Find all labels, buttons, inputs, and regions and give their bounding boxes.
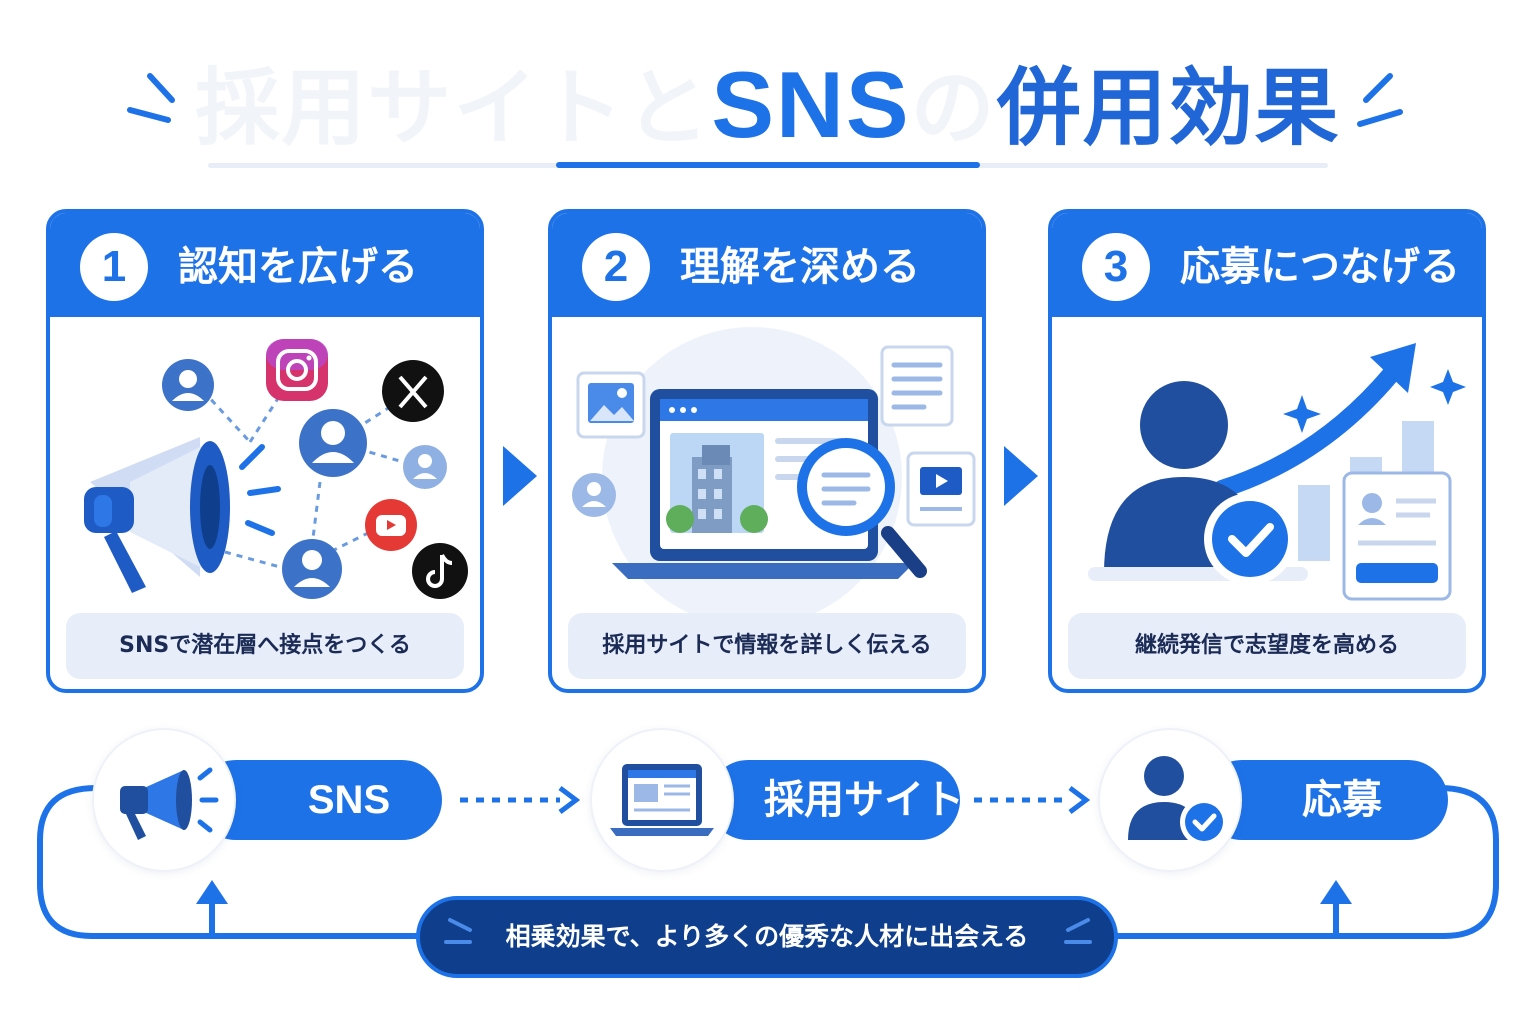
next-arrow-icon <box>1004 446 1038 506</box>
step-number: 3 <box>1082 233 1150 301</box>
title-underline-accent <box>556 162 980 168</box>
person-icon <box>572 473 616 517</box>
person-icon <box>403 445 447 489</box>
sparkle-icon <box>1283 369 1466 433</box>
card-title: 理解を深める <box>680 244 920 290</box>
page-title: 採用サイトとSNSの併用効果 <box>0 50 1536 160</box>
sparkle-lines-icon <box>1357 73 1403 127</box>
card-caption: 採用サイトで情報を詳しく伝える <box>568 613 966 679</box>
card-understanding: 2 理解を深める <box>548 209 986 693</box>
application-illustration <box>1088 343 1466 601</box>
card-caption: SNSで潜在層へ接点をつくる <box>66 613 464 679</box>
instagram-icon <box>266 339 328 401</box>
title-deco-right <box>1338 72 1408 132</box>
card-application: 3 応募につなげる <box>1048 209 1486 693</box>
growth-arrow-icon <box>1213 343 1416 498</box>
flow-pill-apply: 応募 <box>1202 760 1448 840</box>
banner-deco-left-icon <box>444 918 472 944</box>
sparkle-lines-icon <box>127 73 175 123</box>
megaphone-icon <box>120 767 219 840</box>
check-icon <box>1204 493 1296 585</box>
video-icon <box>906 451 976 527</box>
profile-card-icon <box>1342 471 1452 601</box>
understanding-illustration <box>572 327 976 627</box>
youtube-icon <box>365 499 417 551</box>
person-icon <box>162 359 214 411</box>
banner-text: 相乗効果で、より多くの優秀な人材に出会える <box>505 922 1029 951</box>
megaphone-icon <box>84 437 230 593</box>
magnifier-icon <box>797 438 927 578</box>
card-header: 1 認知を広げる <box>50 213 480 317</box>
flow-pill-recruit-site: 採用サイト <box>708 760 964 840</box>
next-arrow-icon <box>503 446 537 506</box>
tiktok-icon <box>412 543 468 599</box>
card-header: 2 理解を深める <box>552 213 982 317</box>
awareness-illustration <box>84 339 468 599</box>
flow-icon-circle <box>1100 730 1240 870</box>
card-title: 応募につなげる <box>1180 244 1460 290</box>
step-number: 2 <box>582 233 650 301</box>
synergy-banner: 相乗効果で、より多くの優秀な人材に出会える <box>416 896 1118 978</box>
card-title: 認知を広げる <box>178 244 418 290</box>
title-part-no: の <box>910 59 997 157</box>
flow-icon-circle <box>592 730 732 870</box>
title-deco-left <box>127 72 188 132</box>
title-part-effect: 併用効果 <box>996 59 1341 157</box>
flow-icon-circle <box>94 730 234 870</box>
laptop-icon <box>610 764 714 836</box>
title-part-sns: SNS <box>711 52 911 157</box>
flow-pill-sns: SNS <box>196 760 442 840</box>
step-number: 1 <box>80 233 148 301</box>
banner-deco-right-icon <box>1064 918 1092 944</box>
person-icon <box>299 409 367 477</box>
flow-label: 採用サイト <box>764 777 964 823</box>
flow-label: 応募 <box>1302 777 1382 823</box>
document-icon <box>880 345 954 427</box>
card-awareness: 1 認知を広げる <box>46 209 484 693</box>
card-header: 3 応募につなげる <box>1052 213 1482 317</box>
x-icon <box>382 360 444 422</box>
image-icon <box>576 371 646 439</box>
title-part-1: 採用サイトと <box>195 59 712 157</box>
card-caption: 継続発信で志望度を高める <box>1068 613 1466 679</box>
person-check-icon <box>1128 756 1228 846</box>
flow-label: SNS <box>307 778 391 822</box>
person-icon <box>282 539 342 599</box>
